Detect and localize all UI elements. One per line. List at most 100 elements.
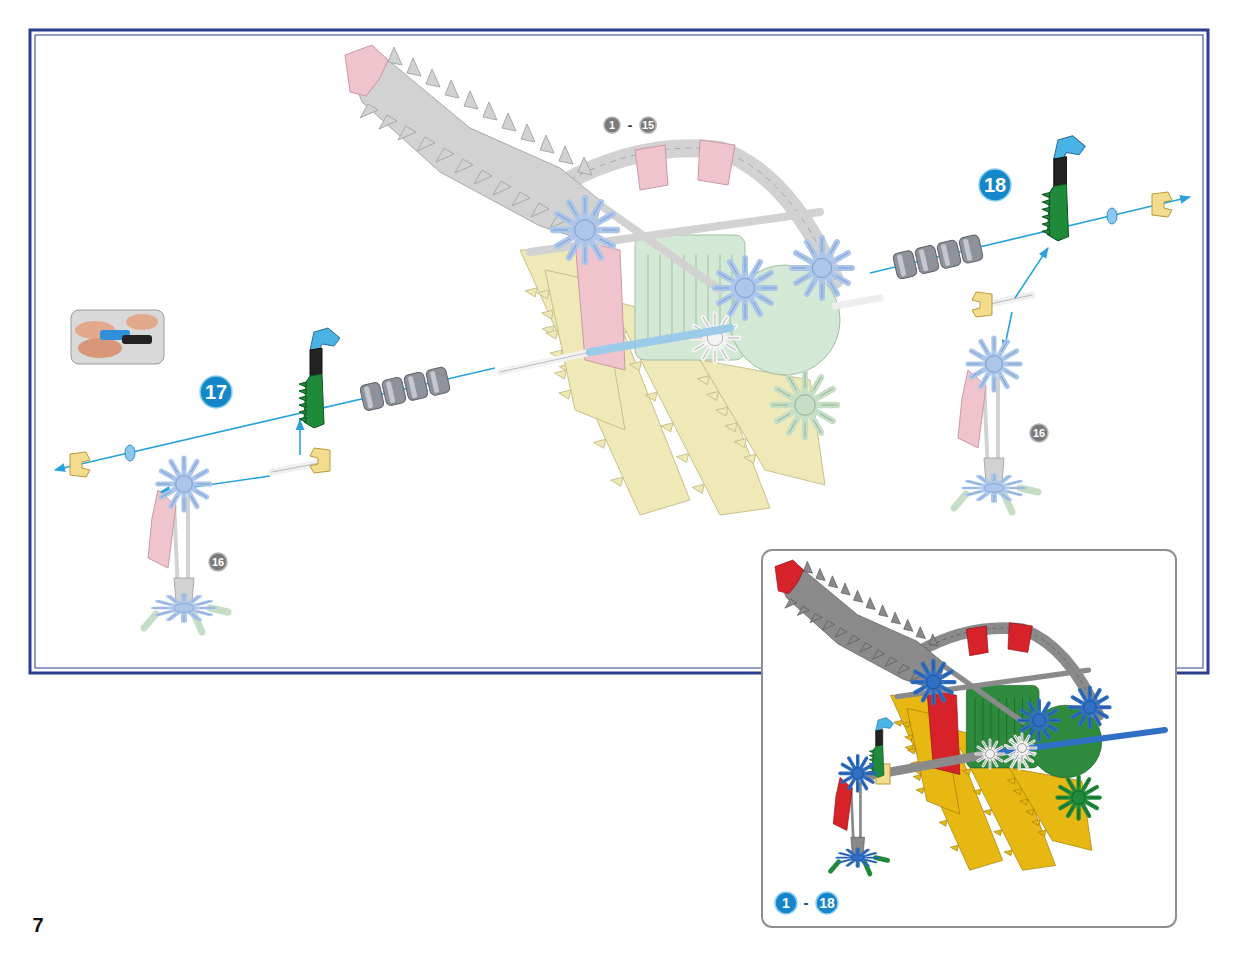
hub-spoke-edge [553, 230, 567, 231]
spine-tooth [828, 576, 837, 588]
hub-spoke-edge [867, 853, 875, 855]
motor-rib [660, 255, 661, 340]
clip-body [310, 448, 330, 473]
clip-piece [1152, 192, 1172, 217]
callout-text: 15 [642, 120, 654, 131]
hub-center [1033, 714, 1046, 727]
hub-spoke-edge [728, 338, 739, 339]
spacer-body [892, 250, 917, 280]
spacer-body [958, 234, 983, 264]
hub-center [575, 220, 595, 240]
hub-spoke-edge [1008, 748, 1014, 749]
crank-grip [876, 730, 883, 747]
hub-spoke-edge [866, 765, 873, 769]
spine-tooth [540, 135, 554, 153]
hub-center [735, 278, 754, 297]
right-exploded-parts [870, 136, 1190, 512]
spine-tooth [803, 561, 812, 573]
spine-tooth [810, 613, 822, 622]
leg-tooth [611, 477, 623, 486]
finger [126, 314, 158, 330]
spine-tooth [898, 664, 910, 673]
hub-spoke-edge [792, 268, 806, 269]
crank-arm [1048, 184, 1069, 241]
connector-hub [715, 258, 775, 318]
hub-spoke-edge [805, 423, 806, 437]
hub-center [176, 476, 193, 493]
connector-hub [154, 595, 214, 622]
spacer [958, 234, 983, 264]
connector-hub [912, 661, 954, 703]
back-plate [1008, 623, 1032, 653]
hub-spoke-edge [863, 862, 868, 866]
hub-spoke-edge [943, 672, 951, 677]
hub-center [1018, 744, 1027, 753]
spine-tooth [483, 102, 497, 120]
motor-rib [974, 699, 975, 755]
hub-spoke-edge [730, 262, 737, 274]
hub-spoke-edge [837, 857, 846, 858]
hub-spoke-edge [807, 242, 814, 254]
hub-spoke-edge [807, 282, 814, 294]
step-number: 18 [978, 168, 1012, 202]
crank-piece [299, 328, 340, 428]
hub-spoke-edge [1029, 741, 1034, 744]
leg-tooth [697, 376, 709, 385]
hub-spoke-edge [198, 612, 210, 615]
hub-spoke-edge [1090, 797, 1100, 798]
axle [1000, 730, 1165, 752]
washer [125, 445, 135, 461]
leg-tooth [744, 454, 756, 463]
crank-tooth [869, 750, 873, 753]
hub-spoke-edge [1089, 787, 1097, 792]
spacer [892, 250, 917, 280]
leg-tooth [692, 484, 704, 493]
hub-spoke-edge [943, 688, 951, 693]
hub-spoke-edge [1099, 713, 1107, 717]
hub-spoke-edge [1048, 710, 1056, 714]
hub-spoke-edge [569, 245, 576, 257]
axle [500, 350, 600, 372]
hub-spoke-edge [169, 596, 176, 601]
arm-assembly [954, 338, 1038, 512]
hub-spoke-edge [990, 740, 991, 746]
hub-spoke-edge [1006, 371, 1016, 377]
hub-spoke-edge [184, 498, 185, 510]
hub-spoke-edge [933, 694, 934, 704]
leg-tooth [1008, 778, 1016, 784]
hub-spoke-edge [842, 778, 849, 782]
hub-spoke-edge [983, 761, 986, 766]
spine-tooth [474, 170, 492, 184]
leg-tooth [554, 370, 566, 379]
leg-tooth [1038, 830, 1046, 836]
motor-rib [982, 699, 983, 755]
hub-spoke-edge [945, 682, 955, 683]
spacer-body [914, 245, 939, 275]
hub-spoke-edge [1080, 690, 1084, 698]
callout-number: 16 [1029, 423, 1049, 443]
hub-spoke-edge [923, 692, 928, 700]
hub-spoke-edge [1015, 755, 1018, 760]
hub-spoke-edge [998, 754, 1004, 755]
hub-spoke-edge [600, 239, 612, 246]
inset-panel [762, 550, 1176, 927]
hub-spoke-edge [964, 488, 978, 489]
spacer-body [381, 376, 406, 406]
hub-spoke-edge [154, 608, 168, 609]
hub-spoke-edge [585, 248, 586, 262]
arm-stub [831, 862, 839, 872]
hub-spoke-edge [777, 414, 789, 421]
hub-center [986, 750, 995, 759]
spacer [381, 376, 406, 406]
hub-spoke-edge [745, 305, 746, 319]
crank-tooth [299, 403, 306, 408]
hub-spoke-edge [1060, 787, 1068, 792]
hub-spoke-edge [1026, 736, 1029, 741]
hub-spoke-edge [1002, 494, 1009, 499]
spine-tooth [816, 569, 825, 581]
photo-thumbnail [71, 310, 164, 364]
hub-spoke-edge [863, 850, 868, 854]
leg-tooth [559, 390, 571, 399]
spine-tooth [493, 181, 511, 195]
